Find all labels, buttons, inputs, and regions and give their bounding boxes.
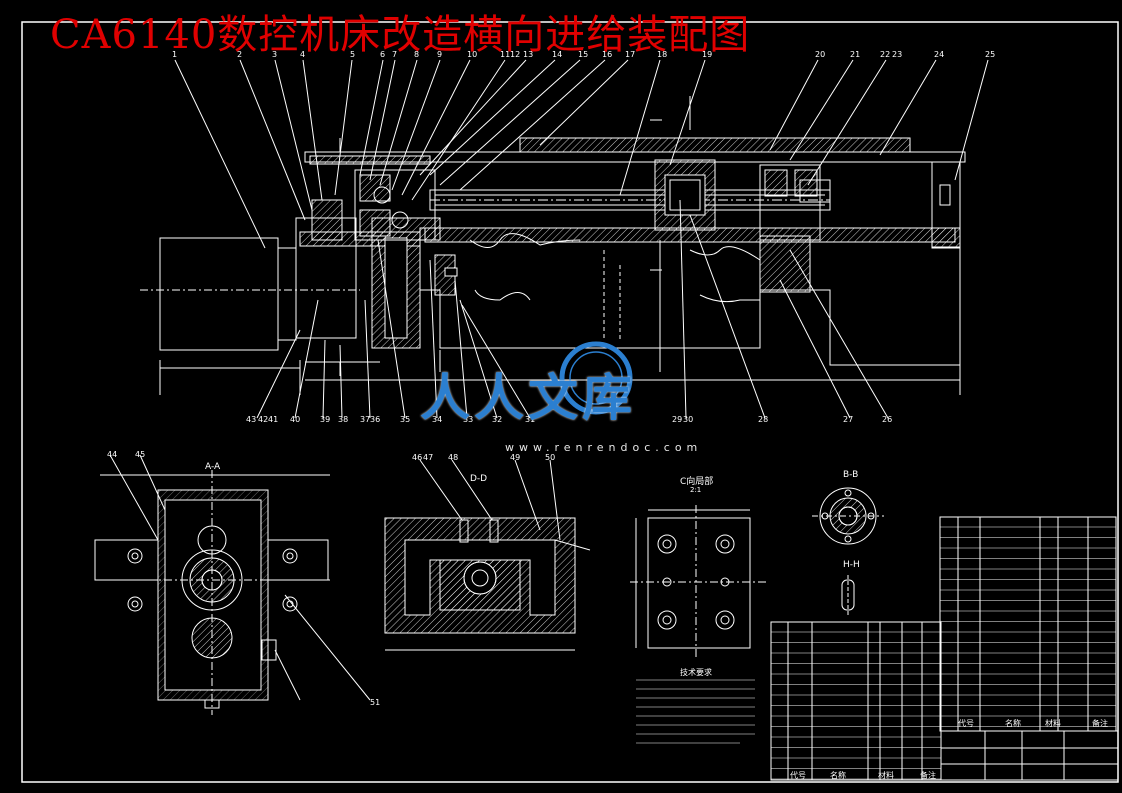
- section-label-dd: D-D: [470, 474, 488, 484]
- main-view: [140, 96, 966, 395]
- part-number-31: 31: [525, 415, 536, 424]
- part-number-18: 18: [657, 50, 668, 59]
- part-number-16: 16: [602, 50, 613, 59]
- watermark-logo: [559, 341, 633, 415]
- part-number-1: 1: [172, 50, 178, 59]
- tb2-header-code: 代号: [790, 771, 806, 780]
- stepper-motor: [159, 237, 279, 351]
- part-number-6: 6: [380, 50, 386, 59]
- part-number-30: 30: [683, 415, 694, 424]
- bottom-leaders: [256, 199, 889, 419]
- part-number-3: 3: [272, 50, 278, 59]
- part-number-28: 28: [758, 415, 769, 424]
- part-number-12: 12: [510, 50, 521, 59]
- callout-46: 46: [412, 453, 423, 462]
- part-number-20: 20: [815, 50, 826, 59]
- carriage-body: [419, 227, 961, 366]
- parts-list-bottom: [770, 621, 942, 781]
- part-number-42: 42: [258, 415, 269, 424]
- callout-50: 50: [545, 453, 556, 462]
- section-label-bb: B-B: [843, 470, 859, 480]
- part-number-34: 34: [432, 415, 443, 424]
- part-number-37: 37: [360, 415, 371, 424]
- tech-requirements-title: 技术要求: [680, 668, 712, 677]
- section-label-c: C向局部: [680, 477, 714, 487]
- drawing-title: CA6140数控机床改造横向进给装配图: [50, 12, 751, 58]
- section-dd: [384, 459, 591, 651]
- top-leaders: [174, 59, 989, 249]
- tech-requirements-text: [636, 679, 755, 744]
- callout-48: 48: [448, 453, 459, 462]
- callout-45: 45: [135, 450, 146, 459]
- part-number-41: 41: [268, 415, 279, 424]
- callout-44: 44: [107, 450, 118, 459]
- tb2-header-remark: 备注: [920, 771, 936, 780]
- tb-header-remark: 备注: [1092, 719, 1108, 728]
- part-number-14: 14: [552, 50, 563, 59]
- section-label-c-scale: 2:1: [690, 486, 702, 494]
- part-number-7: 7: [392, 50, 398, 59]
- drawing-border: [21, 21, 1119, 783]
- part-number-8: 8: [414, 50, 420, 59]
- tb2-header-name: 名称: [830, 771, 846, 780]
- part-number-10: 10: [467, 50, 478, 59]
- title-block: [940, 730, 1119, 781]
- part-number-21: 21: [850, 50, 861, 59]
- callout-47: 47: [423, 453, 434, 462]
- part-number-25: 25: [985, 50, 996, 59]
- callout-49: 49: [510, 453, 521, 462]
- section-label-hh: H-H: [843, 560, 860, 570]
- part-number-22: 22: [880, 50, 891, 59]
- part-number-33: 33: [463, 415, 474, 424]
- part-number-35: 35: [400, 415, 411, 424]
- tb-header-material: 材料: [1045, 719, 1061, 728]
- part-number-19: 19: [702, 50, 713, 59]
- part-number-29: 29: [672, 415, 683, 424]
- part-number-36: 36: [370, 415, 381, 424]
- watermark-url: www.renrendoc.com: [505, 441, 703, 454]
- part-number-2: 2: [237, 50, 243, 59]
- part-number-5: 5: [350, 50, 356, 59]
- part-number-26: 26: [882, 415, 893, 424]
- section-bb: [812, 487, 884, 545]
- part-number-27: 27: [843, 415, 854, 424]
- part-number-40: 40: [290, 415, 301, 424]
- part-number-11: 11: [500, 50, 511, 59]
- part-number-43: 43: [246, 415, 257, 424]
- part-number-13: 13: [523, 50, 534, 59]
- part-number-38: 38: [338, 415, 349, 424]
- tb-header-name: 名称: [1005, 719, 1021, 728]
- part-number-15: 15: [578, 50, 589, 59]
- callout-51: 51: [370, 698, 381, 707]
- part-number-32: 32: [492, 415, 503, 424]
- section-label-aa: A-A: [205, 462, 221, 472]
- part-number-4: 4: [300, 50, 306, 59]
- tb2-header-material: 材料: [878, 771, 894, 780]
- part-number-24: 24: [934, 50, 945, 59]
- c-view: [630, 505, 768, 660]
- part-number-9: 9: [437, 50, 443, 59]
- watermark-text: 人人文库: [420, 369, 636, 427]
- part-number-39: 39: [320, 415, 331, 424]
- tb-header-code: 代号: [958, 719, 974, 728]
- section-hh: [841, 575, 855, 615]
- part-number-23: 23: [892, 50, 903, 59]
- part-number-17: 17: [625, 50, 636, 59]
- parts-list-right: [939, 516, 1117, 732]
- section-aa: [94, 454, 371, 715]
